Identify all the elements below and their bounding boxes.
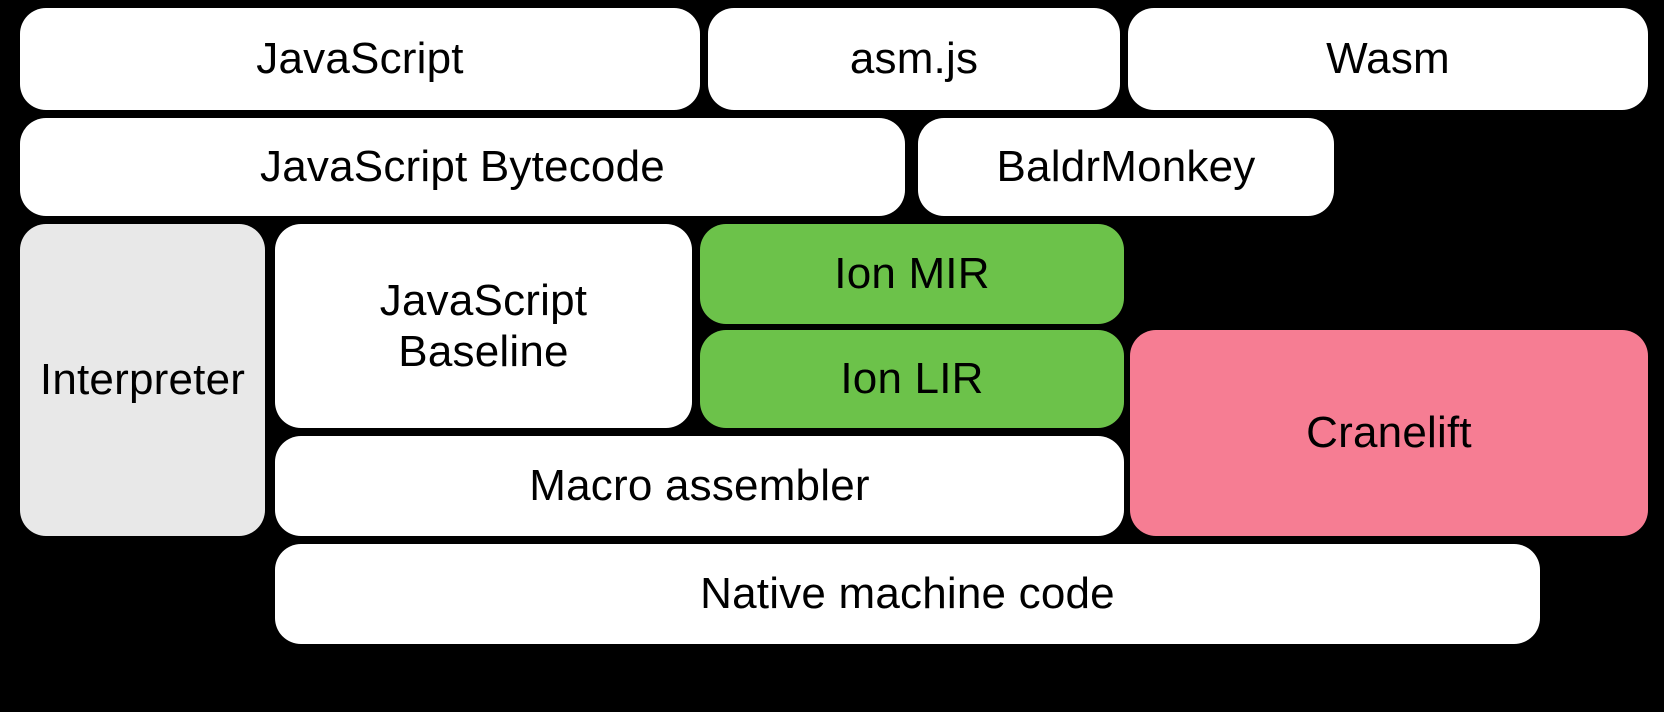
diagram-box-javascript-bytecode: JavaScript Bytecode: [20, 118, 905, 216]
diagram-box-interpreter: Interpreter: [20, 224, 265, 536]
diagram-box-ion-lir: Ion LIR: [700, 330, 1124, 428]
diagram-box-ion-mir: Ion MIR: [700, 224, 1124, 324]
diagram-box-native-machine-code: Native machine code: [275, 544, 1540, 644]
diagram-box-baldrmonkey: BaldrMonkey: [918, 118, 1334, 216]
diagram-box-javascript-baseline: JavaScript Baseline: [275, 224, 692, 428]
diagram-box-asmjs: asm.js: [708, 8, 1120, 110]
diagram-box-cranelift: Cranelift: [1130, 330, 1648, 536]
diagram-box-wasm: Wasm: [1128, 8, 1648, 110]
diagram-box-javascript: JavaScript: [20, 8, 700, 110]
diagram-box-macro-assembler: Macro assembler: [275, 436, 1124, 536]
